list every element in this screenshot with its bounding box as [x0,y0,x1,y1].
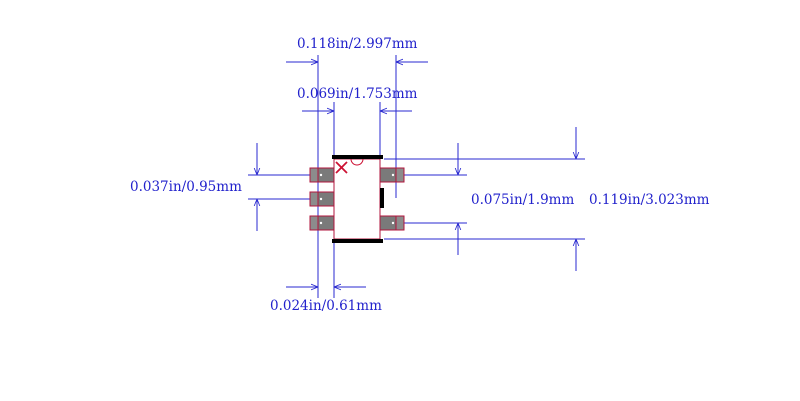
silkscreen-side-mark [380,188,384,208]
pad-3-inner [317,215,335,231]
semicircle-notch-icon [350,158,364,166]
label-overall-height: 0.119in/3.023mm [589,192,710,208]
dimension-labels: 0.118in/2.997mm 0.069in/1.753mm 0.037in/… [130,36,710,314]
label-pad-span: 0.075in/1.9mm [471,192,574,208]
label-pad-width: 0.024in/0.61mm [270,298,382,314]
silkscreen-bottom-bar [332,239,383,243]
package-footprint [309,155,405,243]
silkscreen-top-bar [332,155,383,159]
dimension-lines [248,55,585,298]
label-pin-pitch: 0.037in/0.95mm [130,179,242,195]
pad-center-dots [319,173,395,225]
pad-1-inner [317,167,335,183]
package-body-outline [333,158,381,240]
pad-5-inner [379,215,397,231]
label-overall-width: 0.118in/2.997mm [297,36,418,52]
x-cross-icon [335,161,348,174]
pad-4-inner [379,167,397,183]
left-pads [309,167,335,231]
pad-2-inner [317,191,335,207]
label-body-width: 0.069in/1.753mm [297,86,418,102]
